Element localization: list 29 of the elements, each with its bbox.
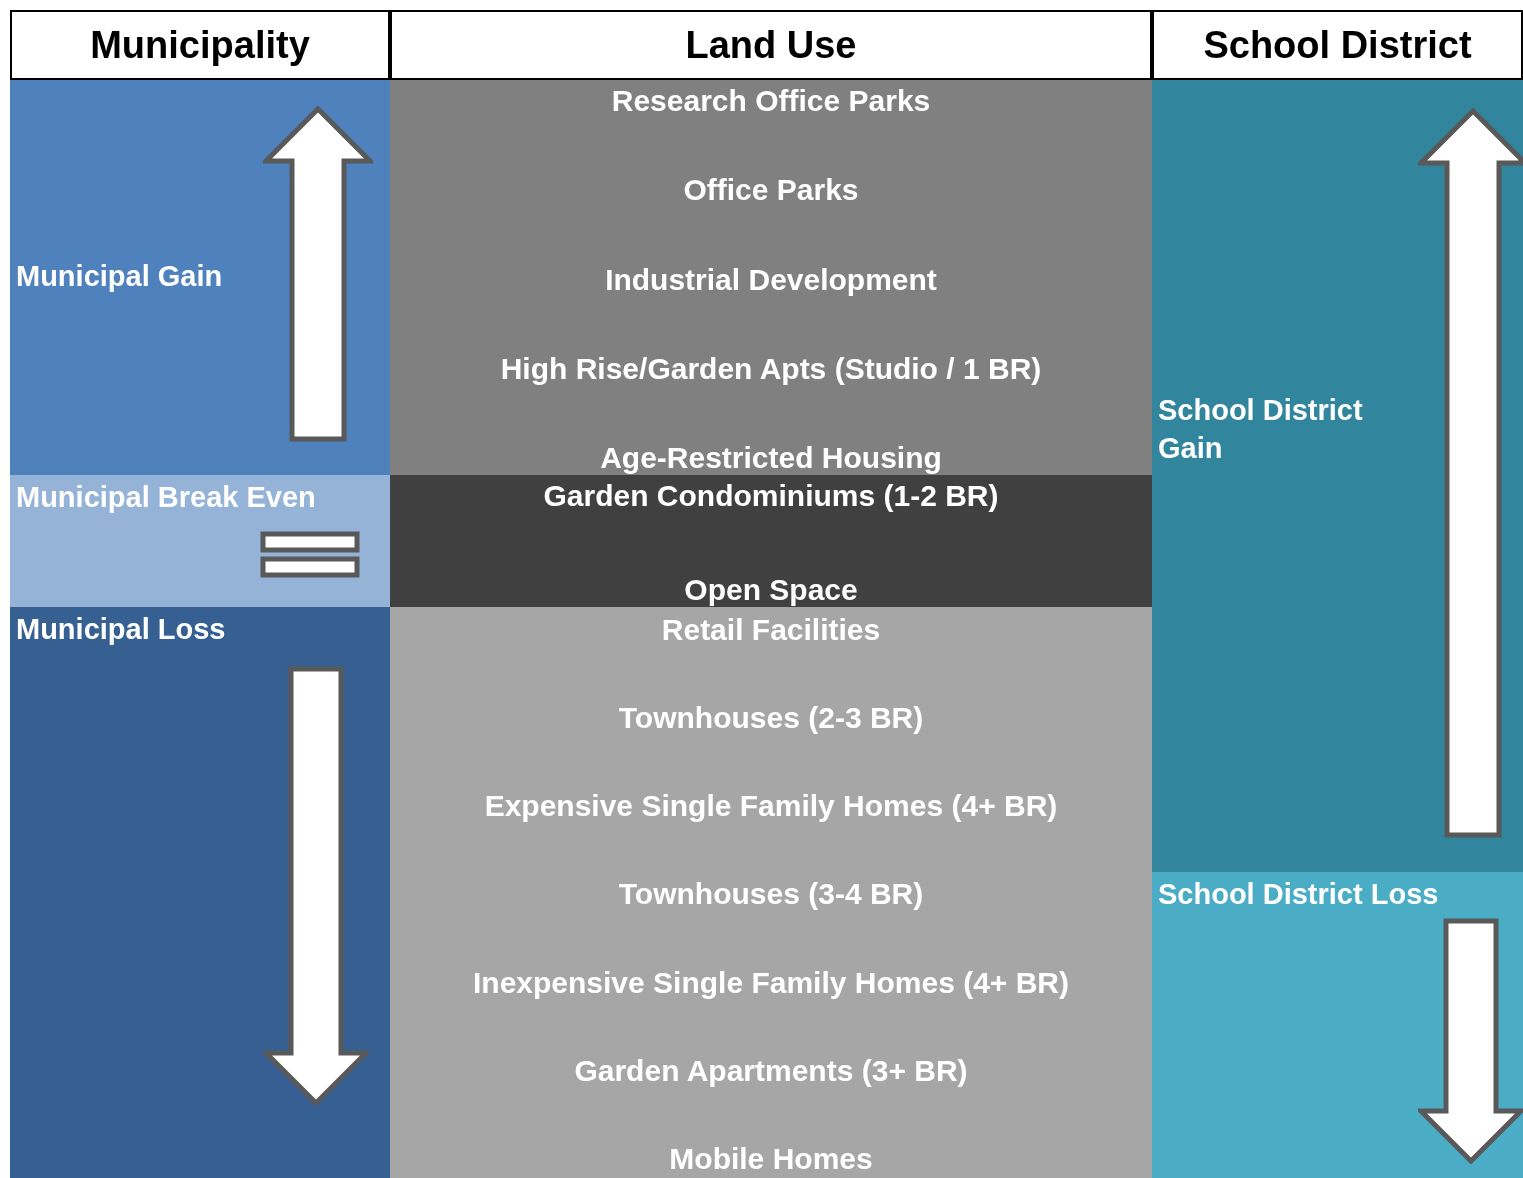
column-heading: Land Use bbox=[685, 23, 857, 67]
land-use-label: Townhouses (2-3 BR) bbox=[618, 701, 924, 736]
header-cell bbox=[1152, 10, 1523, 80]
land-use-band bbox=[390, 607, 1152, 1178]
land-use-label: Mobile Homes bbox=[669, 1141, 873, 1176]
band-label: Municipal Break Even bbox=[16, 480, 316, 515]
land-use-label: Industrial Development bbox=[605, 262, 937, 297]
column-heading: School District bbox=[1203, 23, 1472, 67]
land-use-label: Open Space bbox=[684, 573, 858, 607]
land-use-label: Garden Apartments (3+ BR) bbox=[574, 1053, 968, 1088]
land-use-label: High Rise/Garden Apts (Studio / 1 BR) bbox=[500, 351, 1042, 386]
land-use-label: Retail Facilities bbox=[661, 613, 881, 647]
land-use-label: Research Office Parks bbox=[611, 84, 931, 118]
band-label: Municipal Loss bbox=[16, 612, 226, 647]
band bbox=[10, 475, 390, 607]
land-use-label: Garden Condominiums (1-2 BR) bbox=[543, 479, 999, 513]
band-label: Municipal Gain bbox=[16, 259, 223, 294]
land-use-label: Age-Restricted Housing bbox=[600, 441, 942, 475]
band-label: School District Gain bbox=[1158, 393, 1364, 466]
land-use-label: Townhouses (3-4 BR) bbox=[618, 877, 924, 912]
land-use-band bbox=[390, 475, 1152, 607]
band-label: School District Loss bbox=[1158, 877, 1439, 912]
header-cell bbox=[10, 10, 390, 80]
land-use-label: Office Parks bbox=[683, 173, 859, 208]
column-heading: Municipality bbox=[90, 23, 310, 67]
land-use-band bbox=[390, 80, 1152, 475]
header-cell bbox=[390, 10, 1152, 80]
land-use-label: Inexpensive Single Family Homes (4+ BR) bbox=[473, 965, 1069, 1000]
land-use-label: Expensive Single Family Homes (4+ BR) bbox=[484, 789, 1058, 824]
